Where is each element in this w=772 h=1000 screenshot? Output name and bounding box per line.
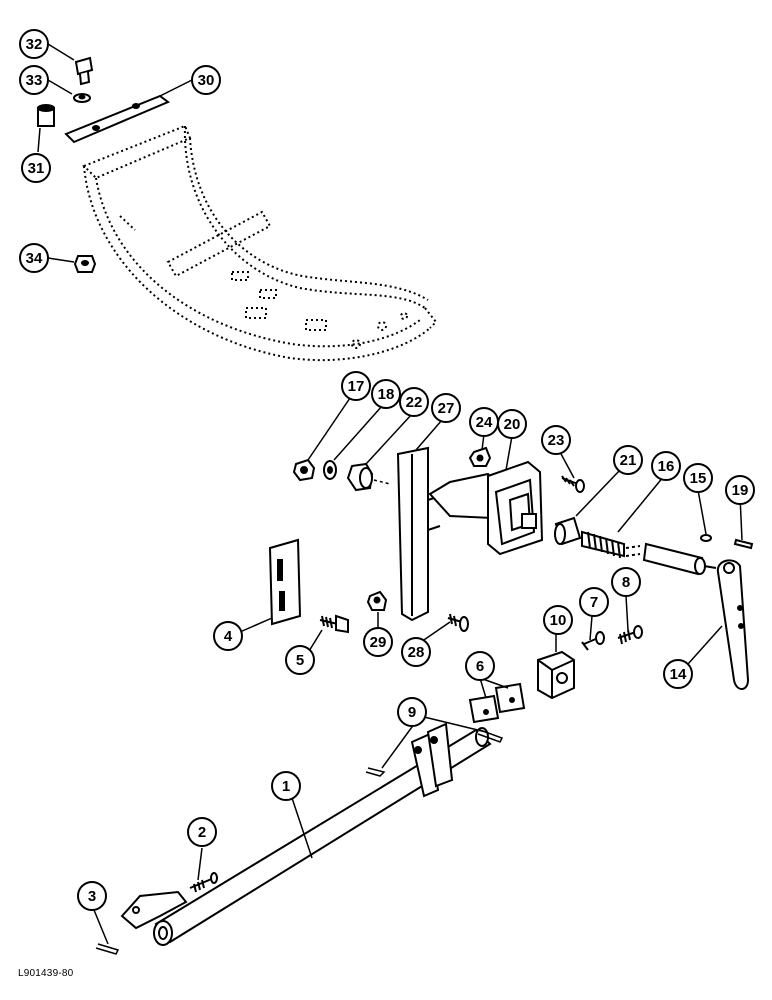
svg-text:7: 7: [590, 594, 598, 611]
svg-text:6: 6: [476, 658, 484, 675]
bolt-23-part: [561, 475, 585, 493]
svg-text:9: 9: [408, 704, 416, 721]
callout-10: 10: [543, 605, 573, 635]
svg-text:23: 23: [548, 432, 565, 449]
callout-17: 17: [341, 371, 371, 401]
housing-20-part: [428, 460, 544, 556]
callout-24: 24: [469, 407, 499, 437]
callout-32: 32: [19, 29, 49, 59]
svg-text:24: 24: [476, 414, 493, 431]
washer-18-part: [323, 460, 337, 480]
callout-22: 22: [399, 387, 429, 417]
callout-14: 14: [663, 659, 693, 689]
svg-text:16: 16: [658, 458, 675, 475]
svg-text:32: 32: [26, 36, 43, 53]
svg-text:28: 28: [408, 644, 425, 661]
svg-text:14: 14: [670, 666, 687, 683]
bolt-2-part: [189, 872, 218, 893]
callout-29: 29: [363, 627, 393, 657]
bolt-32-part: [74, 56, 94, 86]
svg-text:27: 27: [438, 400, 455, 417]
callout-18: 18: [371, 379, 401, 409]
callout-3: 3: [77, 881, 107, 911]
callout-15: 15: [683, 463, 713, 493]
svg-text:22: 22: [406, 394, 423, 411]
plate-30-part: [64, 94, 170, 144]
callout-31: 31: [21, 153, 51, 183]
callout-27: 27: [431, 393, 461, 423]
block-10-part: [537, 650, 575, 700]
callout-9: 9: [397, 697, 427, 727]
callout-5: 5: [285, 645, 315, 675]
callout-33: 33: [19, 65, 49, 95]
callout-16: 16: [651, 451, 681, 481]
nut-29-part: [366, 590, 388, 611]
shaft-part: [625, 542, 717, 576]
svg-text:34: 34: [26, 250, 43, 267]
svg-text:19: 19: [732, 482, 749, 499]
end-clamp-part: [120, 890, 188, 930]
svg-text:29: 29: [370, 634, 387, 651]
callouts: 32 33 30 31 34 17 18 22 27 24 20 23 21 1…: [19, 29, 755, 911]
callout-4: 4: [213, 621, 243, 651]
svg-text:18: 18: [378, 386, 395, 403]
bolt-28-part: [447, 613, 469, 632]
svg-text:3: 3: [88, 888, 96, 905]
leader-lines: [37, 43, 743, 945]
svg-text:1: 1: [282, 778, 290, 795]
spring-16-part: [581, 530, 625, 559]
nut-bushing-31-part: [37, 104, 55, 127]
pin-15-part: [700, 534, 712, 542]
bushing-22-part: [346, 462, 374, 492]
svg-text:2: 2: [198, 824, 206, 841]
plate-4-part: [268, 538, 302, 626]
bolt-7-part: [581, 631, 605, 651]
svg-text:33: 33: [26, 72, 43, 89]
cotter-pin-9-part: [365, 729, 504, 777]
nut-34-part: [73, 255, 97, 273]
axle-bracket-part: [410, 722, 454, 798]
callout-6: 6: [465, 651, 495, 681]
bolt-8-part: [617, 625, 643, 645]
plates-6-part: [468, 682, 526, 724]
callout-28: 28: [401, 637, 431, 667]
callout-23: 23: [541, 425, 571, 455]
bracket-27-part: [396, 446, 441, 622]
callout-30: 30: [191, 65, 221, 95]
svg-text:10: 10: [550, 612, 567, 629]
svg-text:8: 8: [622, 574, 630, 591]
callout-20: 20: [497, 409, 527, 439]
svg-text:20: 20: [504, 416, 521, 433]
svg-text:15: 15: [690, 470, 707, 487]
nut-24-part: [468, 446, 492, 467]
pin-19-part: [733, 538, 754, 550]
svg-text:17: 17: [348, 378, 365, 395]
figure-reference-code: L901439-80: [18, 968, 74, 979]
svg-text:31: 31: [28, 160, 45, 177]
callout-34: 34: [19, 243, 49, 273]
washer-33-part: [73, 93, 91, 103]
svg-text:30: 30: [198, 72, 215, 89]
svg-text:4: 4: [224, 628, 233, 645]
svg-text:5: 5: [296, 652, 304, 669]
sleeve-21-part: [554, 516, 582, 546]
callout-19: 19: [725, 475, 755, 505]
bolt-5-part: [319, 614, 349, 634]
callout-21: 21: [613, 445, 643, 475]
curved-guard-outline: [82, 124, 438, 362]
callout-7: 7: [579, 587, 609, 617]
callout-8: 8: [611, 567, 641, 597]
callout-1: 1: [271, 771, 301, 801]
svg-text:21: 21: [620, 452, 637, 469]
lever-14-part: [716, 559, 750, 690]
nut-17-part: [292, 458, 316, 482]
cotter-pin-3-part: [95, 943, 120, 955]
callout-2: 2: [187, 817, 217, 847]
